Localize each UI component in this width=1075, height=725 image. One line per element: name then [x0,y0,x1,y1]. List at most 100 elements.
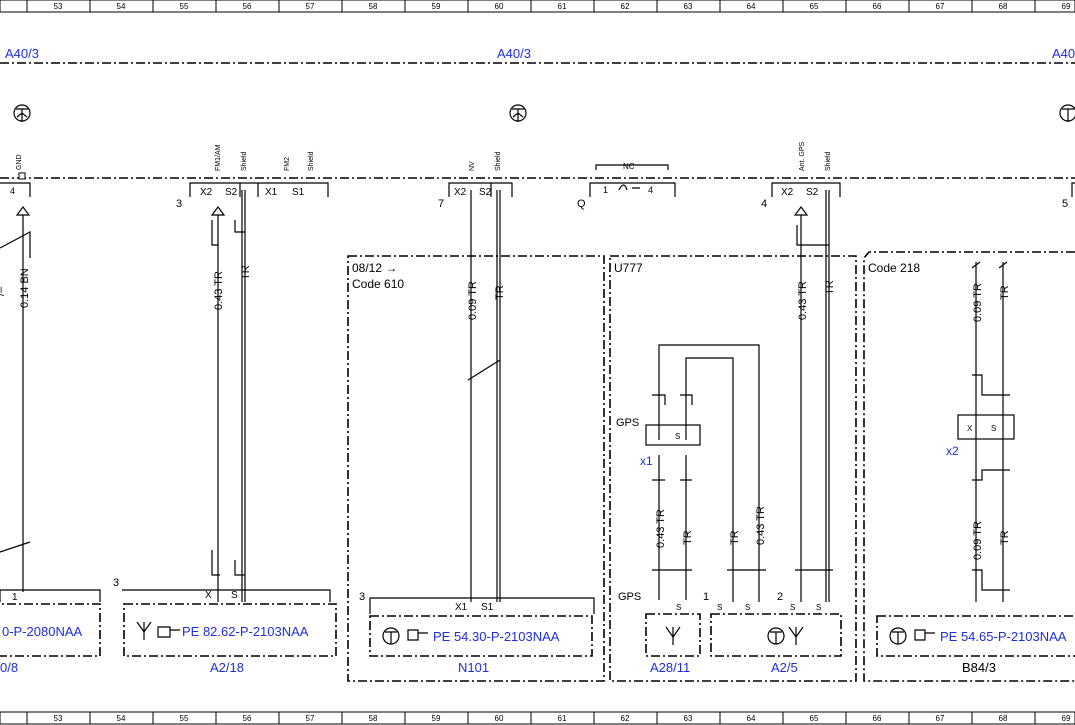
grid-number: 63 [684,714,693,723]
component-connector-a2-18: 3 X S [113,577,331,602]
pin-number-3: 3 [176,198,182,210]
pin-x1-n101: X1 [455,602,468,613]
bus-label-a40-right[interactable]: A40 [1052,46,1075,61]
wire-label-tr-5: TR [729,530,741,545]
pin-shield-b: Shield [308,151,315,171]
pe-link-0-8[interactable]: 0-P-2080NAA [2,624,83,639]
connector-gnd: GND 4 [0,154,31,216]
grid-number: 61 [558,714,567,723]
grid-number: 55 [180,2,189,11]
grid-number: 56 [243,2,252,11]
wire-label-0-43-tr-2: 0.43 TR [797,281,809,320]
pin-nc: NC [623,162,635,171]
wire-label-0-43-tr-4: 0.43 TR [755,506,767,545]
wire-label-tr-4: TR [682,530,694,545]
splice-x1[interactable]: x1 [640,454,653,468]
pin-q: Q [577,198,586,210]
antenna-icon-a2-18 [136,621,152,640]
pin-gnd: GND [16,154,23,170]
grid-number: 62 [621,714,630,723]
grid-number: 65 [810,714,819,723]
pin-number-4: 4 [761,198,767,210]
pin-fm1am: FM1/AM [215,144,222,171]
wire-label-0-09-tr-3: 0.09 TR [972,521,984,560]
pe-link-b84-3[interactable]: PE 54.65-P-2103NAA [940,629,1067,644]
wire-label-tr-2: TR [494,285,506,300]
frame-b84-3 [863,251,1075,682]
frame-n101-code: Code 610 [352,277,404,291]
antenna-icon-a28-11 [665,626,681,645]
component-ref-n101[interactable]: N101 [458,660,489,675]
pin-x2-b: X2 [454,187,467,198]
grid-number: 63 [684,2,693,11]
pin-s-a2-5-d: S [816,603,821,612]
pe-link-a2-18[interactable]: PE 82.62-P-2103NAA [182,624,309,639]
splice-x2-label[interactable]: x2 [946,444,959,458]
component-ref-0-8[interactable]: 0/8 [0,660,18,675]
component-ref-a28-11[interactable]: A28/11 [650,660,690,675]
wire-label-tr-6: TR [999,285,1011,300]
pin-x2-c: X2 [781,187,794,198]
component-box-0-8 [0,603,101,657]
pin-s2-a: S2 [225,187,238,198]
svg-text:/‒: /‒ [0,286,7,296]
grid-number: 59 [432,714,441,723]
bus-label-a40-3-center[interactable]: A40/3 [497,46,531,61]
bus-label-a40-3-left[interactable]: A40/3 [5,46,39,61]
grid-number: 56 [243,714,252,723]
splice-gps2-label: GPS [618,591,641,603]
component-ref-b84-3[interactable]: B84/3 [962,660,996,675]
grid-number: 60 [495,714,504,723]
pin-nc-4: 4 [648,185,653,195]
pin-s2-c: S2 [806,187,819,198]
wire-label-tr-7: TR [999,530,1011,545]
pin-s-a2-5-b: S [745,603,750,612]
wire-label-0-43-tr-3: 0.43 TR [655,509,667,548]
pin-number-2-a2-5: 2 [777,591,783,603]
component-box-n101 [369,615,593,657]
wire-label-0-43-tr-1: 0.43 TR [213,271,225,310]
connector-nc: Q NC 1 4 [577,162,676,210]
pin-number-3-n101: 3 [359,591,365,603]
pin-nc-1: 1 [603,185,608,195]
component-ref-a2-5[interactable]: A2/5 [771,660,798,675]
component-connector-0-8: 1 [0,589,101,603]
grid-number: 53 [54,714,63,723]
grid-number: 55 [180,714,189,723]
splice-x2-s: S [991,424,996,433]
grid-number: 54 [117,2,126,11]
hand-pointer-icon-n101 [407,629,428,641]
wire-label-0-14-bn: 0.14 BN [19,268,31,308]
grid-number: 57 [306,2,315,11]
grid-number: 62 [621,2,630,11]
pin-shield-a: Shield [241,151,248,171]
frame-n101-condition: 08/12 → [352,261,397,275]
component-ref-a2-18[interactable]: A2/18 [210,660,244,675]
antenna-amplifier-icon-n101 [382,627,400,645]
component-box-a2-18 [123,603,337,657]
component-connector-a2-5: 1 2 S S S S [703,591,821,612]
pin-number-3-a2-18: 3 [113,577,119,589]
pin-number-1-left: 1 [12,592,18,603]
wire-a2-5-right [796,190,830,602]
pin-fm2: FM2 [284,157,291,171]
component-connector-a28-11: GPS S [618,591,681,612]
frame-u777-label: U777 [614,261,643,275]
wire-label-tr-1: TR [240,265,252,280]
pe-link-n101[interactable]: PE 54.30-P-2103NAA [433,629,560,644]
frame-n101 [347,255,605,682]
splice-gps [645,424,701,446]
pin-s-a28-11: S [676,603,681,612]
pin-number-5: 5 [1062,198,1068,210]
grid-number: 69 [1062,2,1071,11]
component-box-a28-11 [645,613,701,657]
pin-number-1-a2-5: 1 [703,591,709,603]
splice-x2 [957,414,1015,440]
splice-x2-x: X [967,424,973,433]
grid-number: 66 [873,2,882,11]
splice-x1-s: S [675,432,680,441]
pin-s-a2-5-c: S [790,603,795,612]
